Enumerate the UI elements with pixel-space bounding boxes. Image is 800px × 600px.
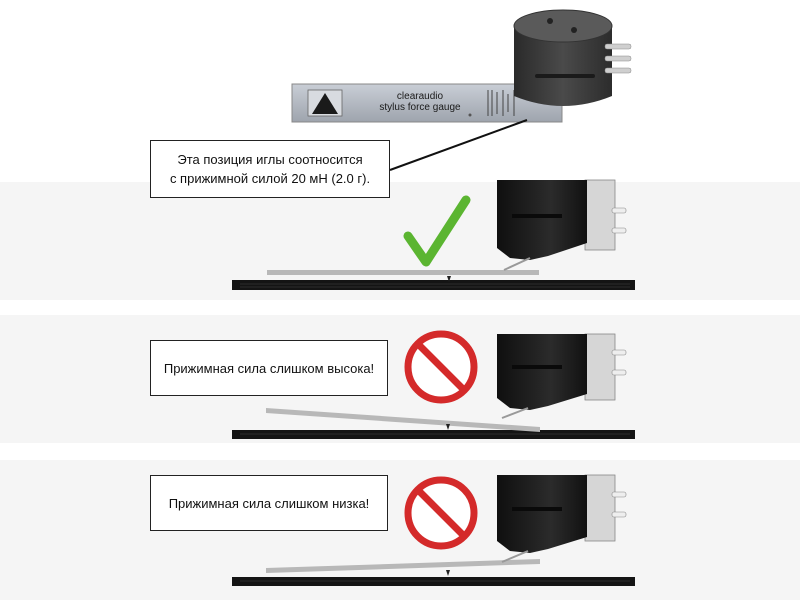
gauge-scale [487,90,515,116]
gauge-beam-level [267,270,539,275]
too-low-scene [232,474,635,586]
callout-pointer-line [389,119,528,171]
record-surface [232,280,635,290]
callout-force-too-low: Прижимная сила слишком низка! [150,475,388,531]
prohibition-icon [404,330,478,404]
stylus-tip [446,570,450,576]
gauge-beam-tilted [266,408,540,432]
record-texture [240,283,630,288]
record-surface [232,430,635,439]
gauge-drum [513,9,632,106]
gauge-beam-tilted [266,559,540,573]
callout-too-high-text: Прижимная сила слишком высока! [163,360,375,376]
gauge-brand: clearaudio [397,91,444,102]
checkmark-icon [403,195,471,267]
stylus-tip [446,424,450,430]
stylus-tip [447,276,451,282]
correct-scene [232,179,635,290]
cartridge-side-view [497,179,627,271]
gauge-name: stylus force gauge [379,102,461,113]
cartridge-side-view [497,333,627,419]
too-high-scene [232,333,635,439]
callout-too-low-text: Прижимная сила слишком низка! [168,495,370,511]
section-too-low-band [0,460,800,600]
prohibition-icon [404,476,478,550]
cartridge-side-view [497,474,627,563]
record-surface [232,577,635,586]
stylus-force-gauge: clearaudio stylus force gauge [291,9,632,123]
clearaudio-logo-icon [307,89,343,117]
callout-force-too-high: Прижимная сила слишком высока! [150,340,388,396]
callout-correct-position: Эта позиция иглы соотносится с прижимной… [150,140,390,198]
callout-correct-text: Эта позиция иглы соотносится с прижимной… [169,152,371,186]
